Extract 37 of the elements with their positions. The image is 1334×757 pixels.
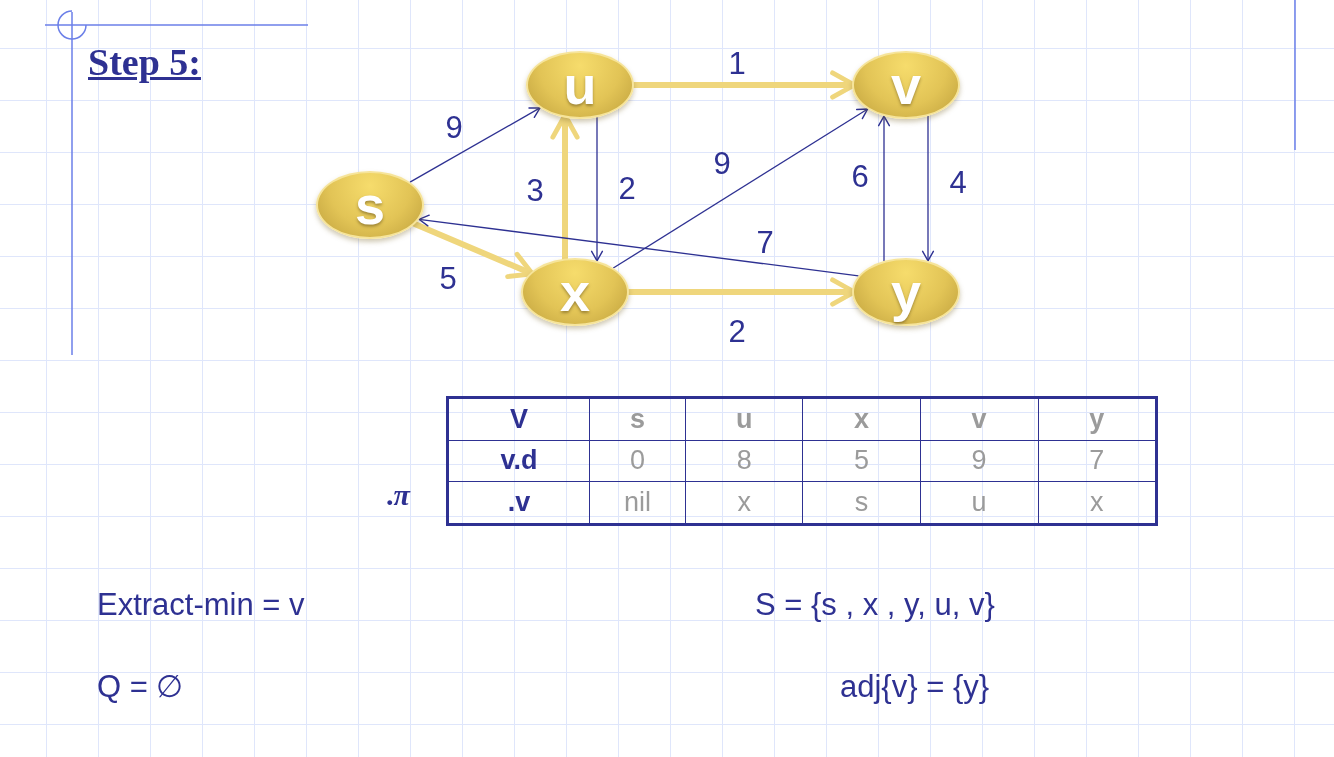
node-ellipse — [316, 171, 424, 239]
highlighted-arrow — [411, 221, 535, 279]
node-label: s — [354, 178, 385, 232]
table-cell: v — [920, 397, 1039, 441]
table-cell: 9 — [920, 440, 1039, 482]
step-heading: Step 5: — [88, 42, 201, 84]
table-cell: x — [802, 397, 920, 441]
node-ellipse — [852, 258, 960, 326]
node-label: x — [559, 265, 590, 319]
table-cell: V — [447, 397, 590, 441]
adjacency-text: adj{v} = {y} — [840, 670, 990, 705]
node-ellipse — [852, 51, 960, 119]
edge-weight: 1 — [728, 47, 746, 79]
edge-weight: 2 — [728, 315, 746, 347]
edge-weight: 9 — [713, 147, 731, 179]
set-s-text: S = {s , x , y, u, v} — [755, 588, 995, 623]
edge-weight: 2 — [618, 172, 636, 204]
edge-weight: 5 — [439, 262, 457, 294]
node-ellipse — [521, 258, 629, 326]
table-cell: 8 — [685, 440, 803, 482]
edge-weight: 3 — [526, 174, 544, 206]
table-cell: 0 — [589, 440, 686, 482]
arrow — [612, 108, 869, 269]
edge-weight: 6 — [851, 160, 869, 192]
queue-text: Q = ∅ — [97, 670, 184, 705]
table-cell: 5 — [802, 440, 920, 482]
node-label: u — [563, 58, 597, 112]
node-ellipse — [526, 51, 634, 119]
table-cell: v.d — [447, 440, 590, 482]
pi-label: .π — [386, 478, 410, 511]
table-cell: s — [589, 397, 686, 441]
extract-min-text: Extract-min = v — [97, 588, 305, 623]
edge-weight: 4 — [949, 166, 967, 198]
edge-weight: 9 — [445, 111, 463, 143]
edge-weight: 7 — [756, 226, 774, 258]
table-cell: u — [685, 397, 803, 441]
node-label: v — [890, 58, 921, 112]
